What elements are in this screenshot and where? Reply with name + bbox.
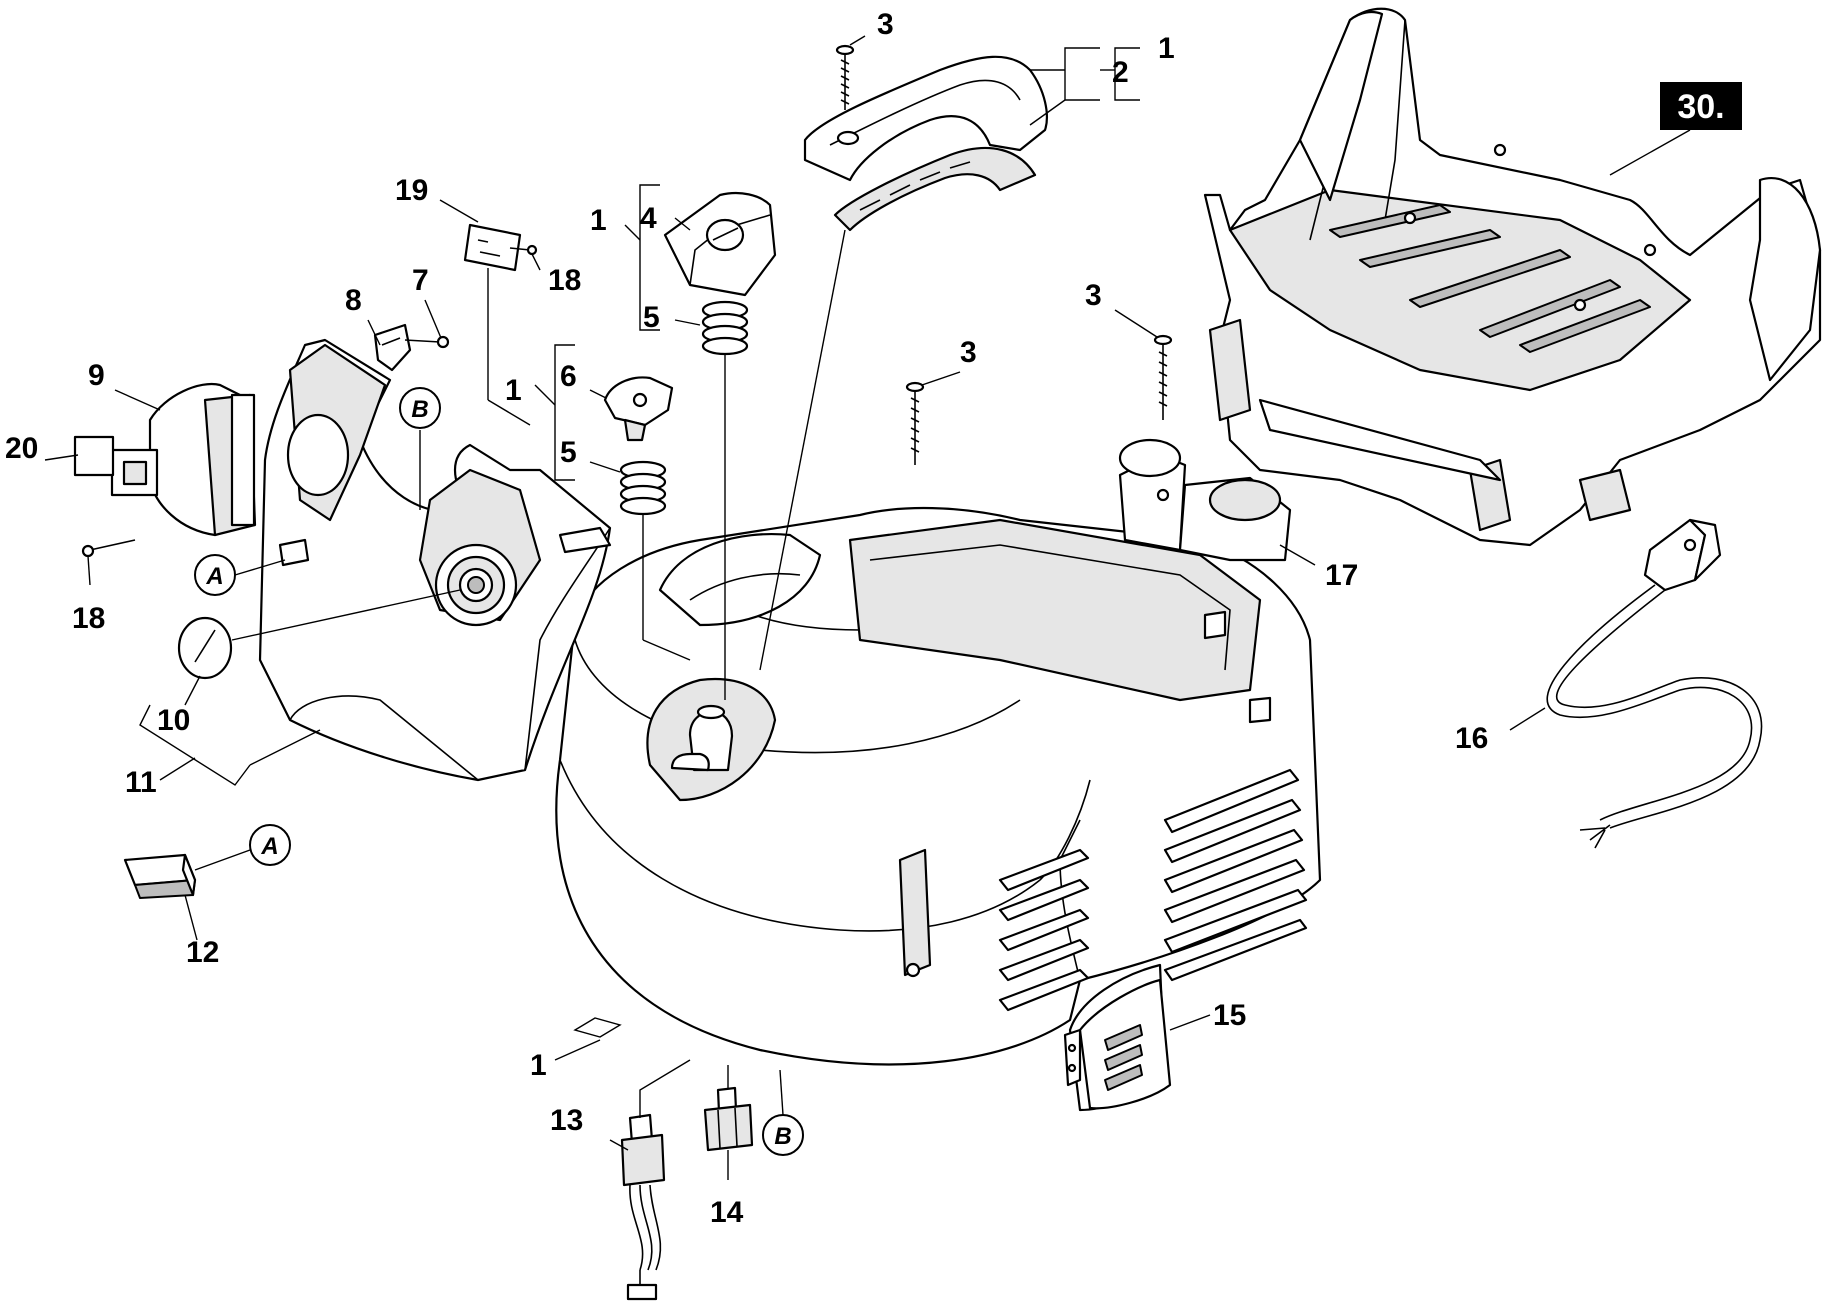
callout-20: 20 [5,432,38,465]
callout-18: 18 [548,264,581,297]
callout-11: 11 [125,766,157,799]
callout-1: 1 [530,1049,547,1082]
callout-3: 3 [877,8,894,41]
front-panel-part-11 [258,338,612,782]
callout-19: 19 [395,174,428,207]
spring-part-5b [619,460,667,516]
screw-part-3b [905,381,925,465]
callout-18: 18 [72,602,105,635]
screw-part-7 [404,335,450,349]
callout-9: 9 [88,359,105,392]
switch-part-12 [123,853,197,899]
wire-harness-part-13 [620,1113,666,1301]
cover-plate-part-15 [1063,963,1172,1112]
reference-mark-a: A [194,554,236,596]
clip-part-8 [373,323,412,372]
screw-part-18a [509,244,538,256]
reference-mark-a-label: A [260,833,278,860]
callout-3: 3 [960,336,977,369]
callout-3: 3 [1085,279,1102,312]
power-cord-part-16 [1546,518,1763,849]
connector-part-14 [703,1086,754,1152]
spring-part-5a [701,300,749,356]
reference-marks: A A B B [194,387,804,1156]
vent-grille-left [998,848,1090,1012]
plate-part-19 [463,223,522,272]
callout-1: 1 [505,374,522,407]
leader-lines [44,35,1691,1180]
callout-15: 15 [1213,999,1246,1032]
hose-holder-part-17 [1118,438,1292,562]
screw-part-3c [1153,334,1173,420]
reference-mark-b: B [762,1114,804,1156]
reference-mark-b: B [399,387,441,429]
callout-4: 4 [640,202,657,235]
callout-6: 6 [560,360,577,393]
callout-7: 7 [412,264,429,297]
knob-part-6 [603,376,674,442]
reference-mark-b-label: B [774,1123,791,1150]
callout-13: 13 [550,1104,583,1137]
main-housing [555,506,1322,1066]
callout-14: 14 [710,1196,744,1229]
callout-labels: 3 2 1 19 18 1 4 5 7 8 9 20 1 6 5 3 3 17 … [5,8,1488,1229]
callout-16: 16 [1455,722,1488,755]
reference-mark-a-label: A [205,563,223,590]
callout-12: 12 [186,936,219,969]
screw-part-18b [81,539,136,558]
callout-1: 1 [1158,32,1175,65]
callout-1: 1 [590,204,607,237]
label-part-20 [73,435,115,477]
callout-8: 8 [345,284,362,317]
callout-5: 5 [643,301,660,334]
callout-2: 2 [1112,56,1129,89]
rotary-knob-part-10 [177,616,233,680]
callout-17: 17 [1325,559,1358,592]
page-badge-text: 30. [1677,88,1724,126]
socket-part-9 [110,382,257,537]
handle-assembly [803,55,1048,232]
button-cap-part-4 [663,191,777,297]
callout-10: 10 [157,704,190,737]
reference-mark-b-label: B [411,396,428,423]
page-number-badge: 30. [1660,82,1742,130]
screw-part-3a [835,44,855,110]
vent-grille-right [1163,768,1308,982]
top-tray-part-30 [1203,7,1822,547]
reference-mark-a: A [249,824,291,866]
callout-5: 5 [560,436,577,469]
